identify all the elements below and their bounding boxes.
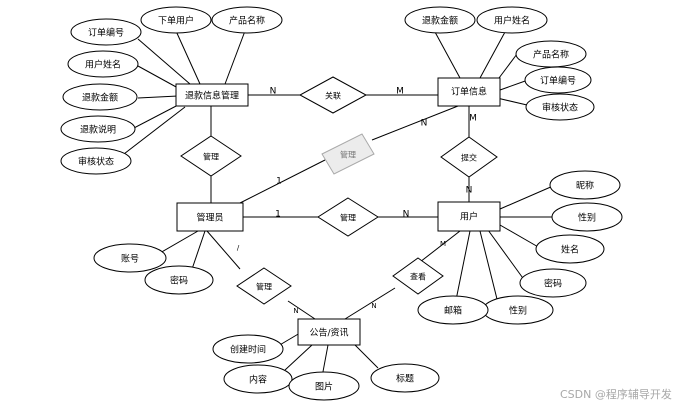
svg-text:图片: 图片	[315, 381, 333, 393]
svg-text:查看: 查看	[410, 272, 426, 282]
entity-notice: 公告/资讯	[297, 318, 361, 346]
relationship-manage-notice: 管理	[236, 267, 292, 305]
entity-user: 用户	[437, 201, 501, 232]
relationship-submit: 提交	[440, 136, 498, 178]
svg-text:审核状态: 审核状态	[542, 102, 578, 114]
svg-text:退款说明: 退款说明	[80, 124, 116, 136]
card-admin-manage-user: 1	[275, 210, 281, 220]
svg-text:退款信息管理: 退款信息管理	[185, 90, 239, 102]
attribute-order-product-name: 产品名称	[515, 40, 587, 68]
relationship-manage-order: 管理	[321, 133, 375, 175]
svg-text:用户姓名: 用户姓名	[85, 59, 121, 71]
svg-text:管理员: 管理员	[196, 212, 223, 224]
attribute-user-password: 密码	[519, 268, 587, 298]
svg-text:性别: 性别	[578, 212, 596, 224]
attribute-name: 姓名	[535, 234, 605, 264]
entities: 退款信息管理 订单信息 管理员 用户 公告/资讯	[175, 77, 501, 346]
attribute-order-review-status: 审核状态	[525, 93, 595, 121]
relationship-manage-refund: 管理	[180, 135, 242, 177]
watermark: CSDN @程序辅导开发	[560, 387, 672, 401]
attribute-order-refund-amount: 退款金额	[404, 6, 476, 34]
attribute-order-order-number: 订单编号	[524, 66, 592, 94]
svg-text:账号: 账号	[121, 254, 139, 265]
attribute-image: 图片	[288, 371, 360, 401]
attribute-order-user: 下单用户	[140, 6, 212, 34]
attribute-order-user-name: 用户姓名	[476, 6, 548, 34]
svg-text:产品名称: 产品名称	[229, 15, 265, 27]
attribute-email: 邮箱	[417, 295, 489, 325]
svg-text:标题: 标题	[396, 373, 414, 385]
attribute-nickname: 昵称	[549, 170, 621, 200]
svg-text:用户: 用户	[460, 211, 478, 223]
attribute-order-number: 订单编号	[70, 18, 142, 46]
svg-text:邮箱: 邮箱	[444, 305, 462, 317]
svg-text:订单编号: 订单编号	[88, 27, 124, 39]
card-refund-assoc: N	[270, 87, 277, 97]
svg-text:审核状态: 审核状态	[78, 156, 114, 168]
svg-text:内容: 内容	[249, 374, 267, 386]
attribute-refund-amount: 退款金额	[62, 83, 138, 111]
attribute-content: 内容	[223, 364, 293, 394]
relationship-association: 关联	[298, 76, 368, 114]
svg-text:下单用户: 下单用户	[158, 15, 194, 27]
attribute-created-time: 创建时间	[212, 334, 284, 364]
attribute-admin-password: 密码	[144, 265, 214, 295]
svg-text:创建时间: 创建时间	[230, 344, 266, 356]
card-order-submit: M	[469, 114, 477, 124]
svg-text:公告/资讯: 公告/资讯	[309, 327, 348, 339]
svg-text:管理: 管理	[203, 152, 219, 162]
svg-text:昵称: 昵称	[576, 180, 594, 192]
entity-admin: 管理员	[176, 202, 244, 232]
svg-text:产品名称: 产品名称	[533, 49, 569, 61]
card-assoc-order: M	[396, 87, 404, 97]
card-admin-manage-notice: /	[237, 244, 240, 252]
svg-text:管理: 管理	[256, 282, 272, 292]
connection-lines	[119, 30, 554, 378]
relationship-view: 查看	[392, 257, 444, 295]
svg-text:提交: 提交	[461, 153, 477, 163]
svg-text:退款金额: 退款金额	[422, 15, 458, 27]
svg-text:密码: 密码	[170, 275, 188, 287]
attribute-refund-note: 退款说明	[60, 115, 136, 143]
attributes: 订单编号 下单用户 产品名称 用户姓名 退款金额 退款说明 审核状态	[60, 6, 623, 401]
card-notice-view: N	[371, 302, 376, 310]
svg-text:管理: 管理	[340, 150, 356, 160]
attribute-account: 账号	[93, 243, 167, 273]
attribute-review-status: 审核状态	[60, 147, 132, 175]
entity-order-info: 订单信息	[437, 77, 501, 107]
svg-text:姓名: 姓名	[561, 244, 579, 256]
attribute-gender: 性别	[551, 202, 623, 232]
card-manage-user-user: N	[403, 210, 410, 220]
entity-refund-info: 退款信息管理	[175, 83, 249, 107]
svg-text:订单编号: 订单编号	[540, 75, 576, 87]
attribute-user-gender: 性别	[482, 295, 554, 325]
card-ghost-order: N	[421, 119, 428, 129]
svg-text:密码: 密码	[544, 278, 562, 290]
relationships: 关联 管理 管理 提交 管理 管理 查看	[180, 76, 498, 305]
attribute-user-name: 用户姓名	[67, 50, 139, 78]
svg-text:性别: 性别	[509, 305, 527, 317]
relationship-manage-user: 管理	[317, 197, 379, 237]
attribute-title: 标题	[370, 363, 440, 393]
svg-text:订单信息: 订单信息	[451, 86, 487, 98]
svg-text:用户姓名: 用户姓名	[494, 15, 530, 27]
card-manage-notice-notice: N	[293, 307, 298, 315]
card-admin-ghost: 1	[276, 177, 282, 187]
card-submit-user: N	[466, 186, 473, 196]
card-view-user: M	[440, 240, 446, 248]
svg-text:关联: 关联	[325, 91, 341, 101]
attribute-product-name: 产品名称	[211, 6, 283, 34]
svg-text:退款金额: 退款金额	[82, 92, 118, 104]
svg-text:管理: 管理	[340, 213, 356, 223]
cardinality-labels: N M 1 N M N 1 N / N N M	[237, 87, 477, 316]
